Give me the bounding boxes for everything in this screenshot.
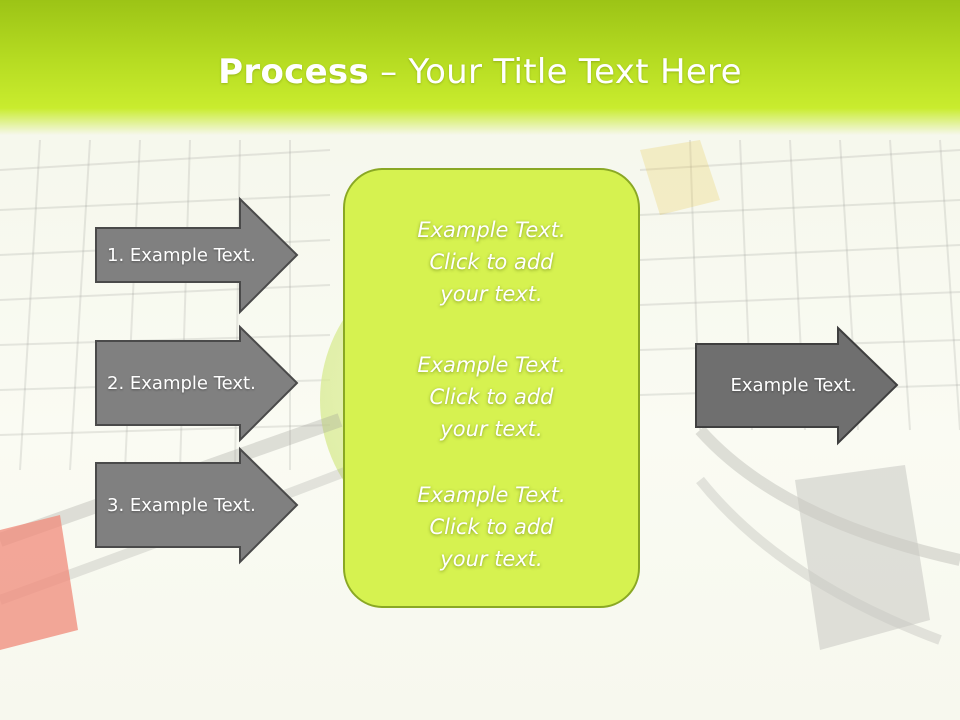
output-arrow[interactable]: Example Text. [695,325,899,446]
center-line: Example Text. [417,353,566,377]
center-line: Click to add [429,385,554,409]
page-title[interactable]: Process – Your Title Text Here [0,52,960,92]
step-label: 3. Example Text. [107,495,256,516]
center-line: Example Text. [417,218,566,242]
center-line: Click to add [429,250,554,274]
center-text-block-3[interactable]: Example Text. Click to add your text. [345,479,638,575]
center-line: Example Text. [417,483,566,507]
step-label: 1. Example Text. [107,245,256,266]
title-rest: – Your Title Text Here [369,52,742,92]
step-arrow-1[interactable]: 1. Example Text. [95,196,299,315]
header-band [0,0,960,135]
title-bold: Process [218,52,370,92]
arrow-shape [695,325,899,446]
center-line: your text. [440,282,543,306]
center-line: your text. [440,417,543,441]
step-arrow-3[interactable]: 3. Example Text. [95,446,299,565]
center-text-block-2[interactable]: Example Text. Click to add your text. [345,349,638,445]
center-process-box[interactable]: Example Text. Click to add your text. Ex… [343,168,640,608]
step-arrow-2[interactable]: 2. Example Text. [95,324,299,443]
arrow-shape [95,446,299,565]
step-label: 2. Example Text. [107,373,256,394]
arrow-shape [95,324,299,443]
center-line: Click to add [429,515,554,539]
arrow-shape [95,196,299,315]
center-line: your text. [440,547,543,571]
center-text-block-1[interactable]: Example Text. Click to add your text. [345,214,638,310]
output-label: Example Text. [730,375,857,396]
